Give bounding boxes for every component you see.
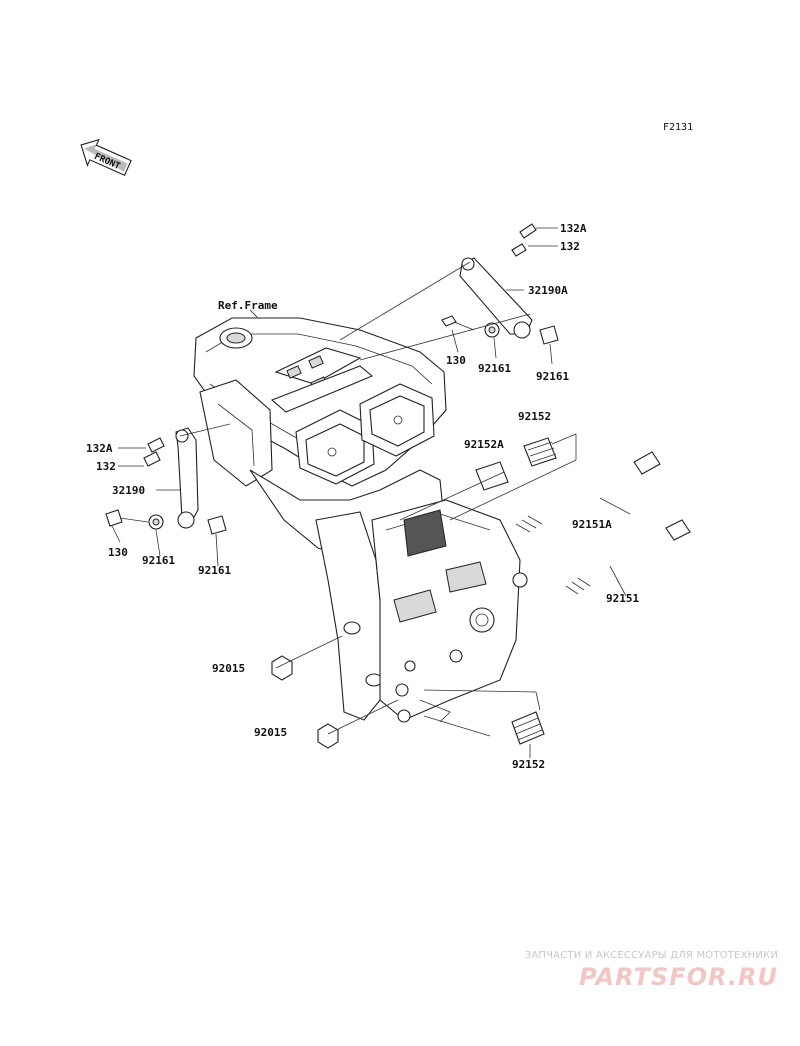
label-32190A: 32190A (528, 284, 568, 297)
label-92152-bottom: 92152 (512, 758, 545, 771)
part-labels: Ref.Frame 132A 132 32190A 130 92161 9216… (86, 222, 639, 771)
label-92161-right-b: 92161 (536, 370, 569, 383)
figure-code-label: F2131 (663, 122, 693, 133)
collar-92152-bottom (511, 711, 545, 745)
label-132A-top: 132A (560, 222, 587, 235)
label-92015-lower: 92015 (254, 726, 287, 739)
engine-frame (193, 317, 528, 723)
left-engine-bracket (105, 427, 227, 535)
watermark-brand: PARTSFOR.RU (579, 963, 778, 991)
label-92152-top: 92152 (518, 410, 551, 423)
label-130-left: 130 (108, 546, 128, 559)
long-bolt-92151A (513, 451, 661, 533)
label-92151A: 92151A (572, 518, 612, 531)
label-92161-right-a: 92161 (478, 362, 511, 375)
watermark-tagline: ЗАПЧАСТИ И АКСЕССУАРЫ ДЛЯ МОТОТЕХНИКИ (524, 950, 778, 961)
collar-92152-top (523, 437, 557, 467)
label-130-right: 130 (446, 354, 466, 367)
watermark: ЗАПЧАСТИ И АКСЕССУАРЫ ДЛЯ МОТОТЕХНИКИ PA… (478, 950, 778, 991)
label-132-left: 132 (96, 460, 116, 473)
label-132-top: 132 (560, 240, 580, 253)
front-arrow-icon: FRONT (80, 138, 132, 176)
nut-92015-upper (271, 655, 293, 681)
label-92152A: 92152A (464, 438, 504, 451)
long-bolt-92151 (561, 519, 691, 595)
nut-92015-lower (317, 723, 339, 749)
ref-frame-label: Ref.Frame (218, 299, 278, 312)
collar-92152A (475, 461, 509, 491)
label-32190: 32190 (112, 484, 145, 497)
leader-lines (111, 227, 631, 758)
label-92161-left-a: 92161 (142, 554, 175, 567)
label-92161-left-b: 92161 (198, 564, 231, 577)
label-92151: 92151 (606, 592, 639, 605)
label-132A-left: 132A (86, 442, 113, 455)
label-92015-upper: 92015 (212, 662, 245, 675)
right-engine-bracket (441, 223, 559, 345)
